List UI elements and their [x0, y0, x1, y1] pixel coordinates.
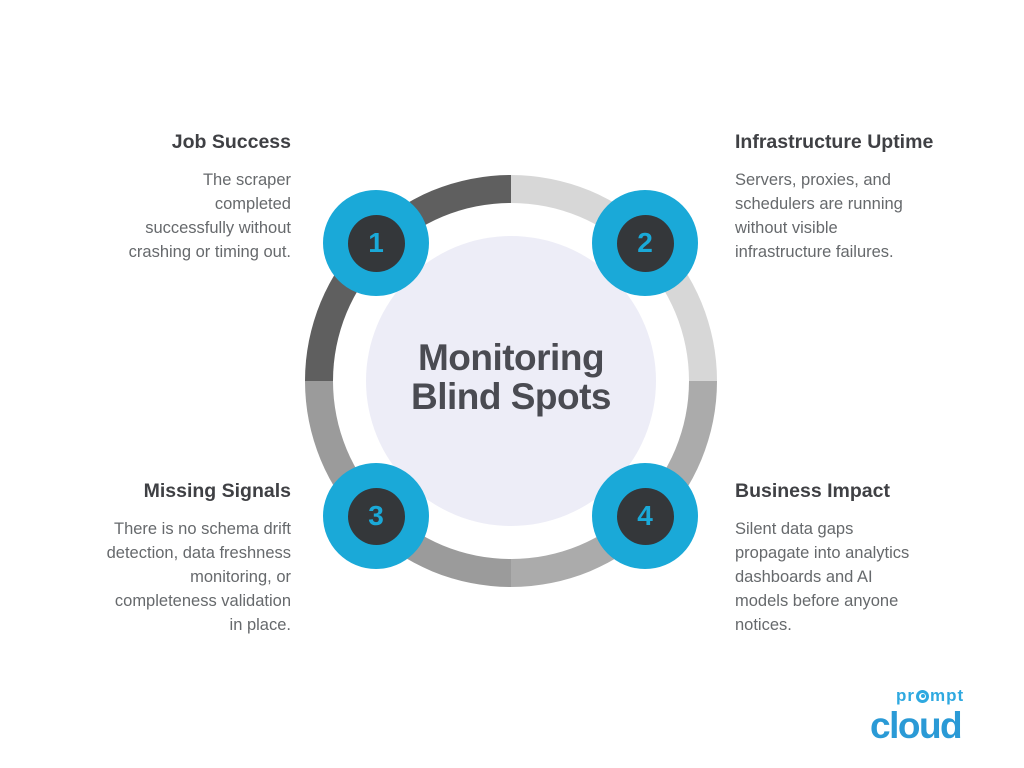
callout-title: Missing Signals [143, 480, 291, 502]
callout-body: There is no schema drift detection, data… [106, 520, 291, 634]
cloud-icon: ☁ [973, 715, 990, 735]
callout-body: The scraper completed successfully witho… [128, 171, 291, 261]
promptcloud-logo: pr mpt cloud ☁ [870, 686, 990, 744]
step-badge-1: 1 [323, 190, 429, 296]
step-number-3: 3 [347, 487, 405, 545]
callout-body: Silent data gaps propagate into analytic… [735, 520, 910, 634]
diagram-title: Monitoring Blind Spots [410, 337, 612, 417]
step-number-4: 4 [616, 487, 674, 545]
target-icon [916, 689, 929, 703]
step-badge-3: 3 [323, 463, 429, 569]
logo-cloud-word: cloud [870, 705, 963, 746]
callout-title: Infrastructure Uptime [735, 131, 934, 153]
callout-missing-signals: Missing Signals There is no schema drift… [31, 480, 291, 637]
step-badge-4: 4 [592, 463, 698, 569]
callout-infrastructure-uptime: Infrastructure Uptime Servers, proxies, … [735, 131, 985, 264]
callout-body: Servers, proxies, and schedulers are run… [735, 171, 903, 261]
callout-job-success: Job Success The scraper completed succes… [41, 131, 291, 264]
step-badge-2: 2 [592, 190, 698, 296]
logo-prompt-suffix: mpt [930, 686, 965, 705]
logo-prompt-word: pr mpt [896, 686, 964, 706]
step-number-2: 2 [616, 214, 674, 272]
target-dot-icon [920, 694, 925, 698]
callout-title: Business Impact [735, 480, 890, 502]
logo-prompt-prefix: pr [896, 686, 915, 705]
callout-business-impact: Business Impact Silent data gaps propaga… [735, 480, 985, 637]
step-number-1: 1 [347, 214, 405, 272]
callout-title: Job Success [171, 131, 291, 153]
